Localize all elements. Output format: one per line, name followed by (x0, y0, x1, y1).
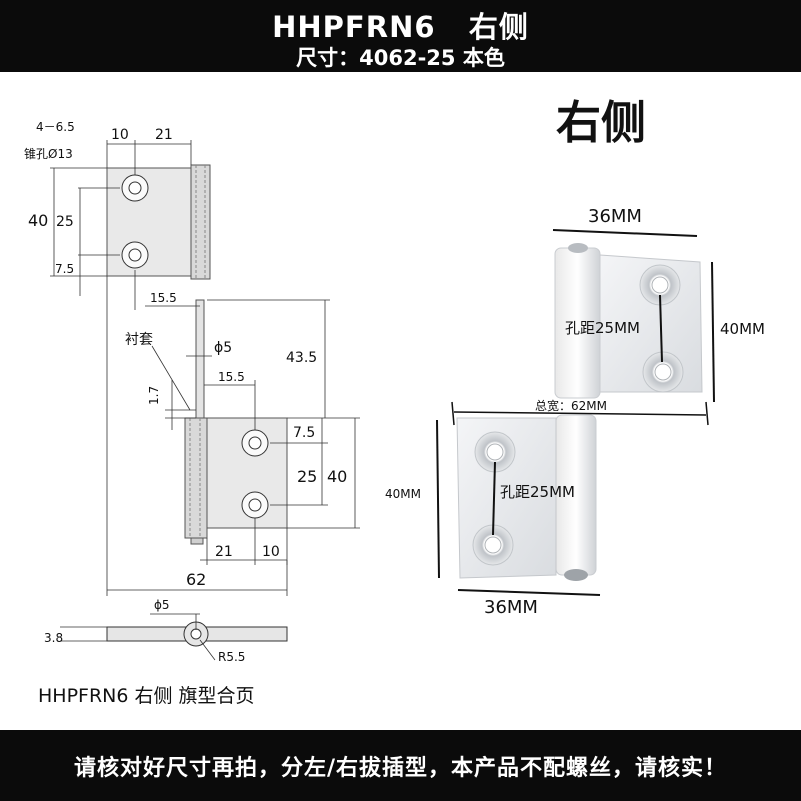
hole-spec-countersink: 锥孔Ø13 (24, 147, 73, 161)
dim-15-5-b: 15.5 (218, 370, 245, 384)
dim-10-top: 10 (111, 127, 129, 143)
photo-top-height: 40MM (720, 320, 765, 338)
dim-r5-5: R5.5 (218, 650, 245, 664)
dim-25-right: 25 (297, 467, 317, 486)
drawing-top-leaf (106, 164, 211, 280)
photo-measure-lines (436, 229, 715, 596)
dim-21-bottom: 21 (215, 544, 233, 560)
product-photo (456, 243, 703, 581)
model-code: HHPFRN6 (272, 10, 436, 44)
drawing-bottom-leaf (184, 417, 288, 545)
footer-banner: 请核对好尺寸再拍，分左/右拔插型，本产品不配螺丝，请核实！ (0, 730, 801, 801)
product-caption: HHPFRN6 右侧 旗型合页 (38, 685, 255, 707)
dim-7-5-left: 7.5 (55, 262, 74, 276)
size-spec: 尺寸：4062-25 本色 (296, 46, 505, 70)
drawing-side-profile (60, 613, 288, 661)
photo-bottom-width: 36MM (484, 597, 538, 618)
product-title: HHPFRN6 右侧 (0, 4, 801, 46)
dim-3-8: 3.8 (44, 631, 63, 645)
dim-40-right: 40 (327, 467, 347, 486)
dim-40-left: 40 (28, 211, 48, 230)
dim-7-5-right: 7.5 (293, 425, 315, 441)
bushing-label: 衬套 (125, 332, 153, 348)
dimension-lines (50, 140, 360, 596)
hole-spec-count: 4－6.5 (36, 120, 75, 134)
side-label: 右侧 (468, 10, 529, 44)
dim-10-bottom: 10 (262, 544, 280, 560)
photo-bottom-height: 40MM (385, 487, 421, 501)
dim-25-left: 25 (56, 214, 74, 230)
side-heading: 右侧 (556, 96, 647, 149)
photo-top-width: 36MM (588, 206, 642, 227)
dim-phi5-bottom: ϕ5 (154, 598, 170, 612)
dim-1-7: 1.7 (147, 386, 161, 405)
footer-note: 请核对好尺寸再拍，分左/右拔插型，本产品不配螺丝，请核实！ (73, 756, 728, 781)
dim-15-5-a: 15.5 (150, 291, 177, 305)
dim-62: 62 (186, 570, 206, 589)
photo-bottom-hole-distance: 孔距25MM (500, 483, 575, 501)
photo-top-hole-distance: 孔距25MM (565, 319, 640, 337)
header-banner: HHPFRN6 右侧 尺寸：4062-25 本色 (0, 0, 801, 72)
dim-21-top: 21 (155, 127, 173, 143)
dim-phi5: ϕ5 (214, 340, 232, 356)
drawing-pin (195, 299, 205, 419)
photo-total-width: 总宽：62MM (535, 398, 607, 413)
dim-43-5: 43.5 (286, 350, 317, 366)
